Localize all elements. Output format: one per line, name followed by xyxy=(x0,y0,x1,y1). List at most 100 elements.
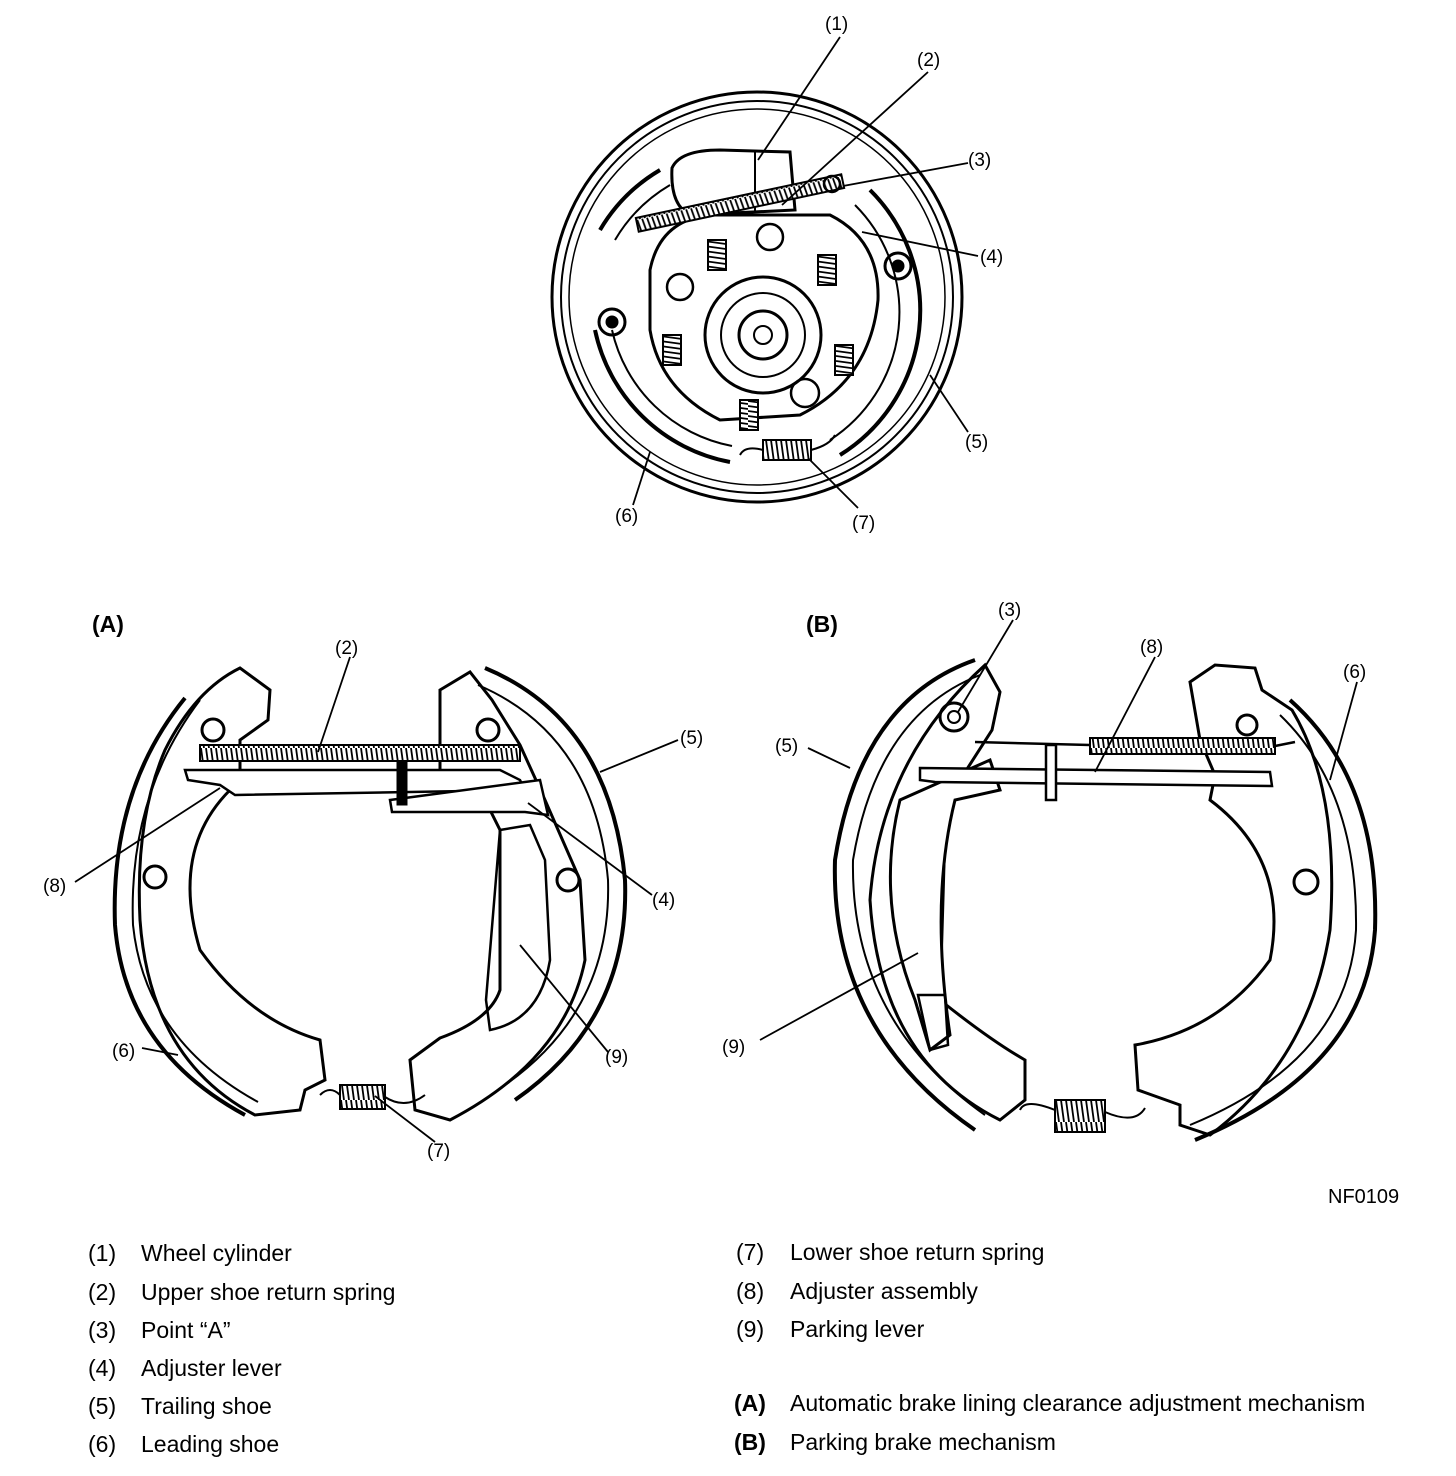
view-b-right-anchor-hole xyxy=(1235,713,1259,737)
view-a-adjuster xyxy=(183,768,528,797)
view-b-left-lining-inner xyxy=(851,674,986,1116)
view-b-right-lining xyxy=(1194,698,1378,1142)
legend-text: Parking lever xyxy=(790,1316,925,1342)
leading-shoe-top-inner xyxy=(614,184,671,241)
view-a-right-lining xyxy=(484,666,628,1102)
legend-text: Trailing shoe xyxy=(141,1393,272,1419)
view-a-drawing xyxy=(112,666,628,1122)
legend-num: (4) xyxy=(88,1355,116,1381)
legend-num: (5) xyxy=(88,1393,116,1419)
lower-spring xyxy=(762,439,812,461)
hold-down-pin xyxy=(883,251,913,281)
legend-num: (3) xyxy=(88,1317,116,1343)
view-a-upper-spring xyxy=(199,744,521,762)
view-b-upper-spring xyxy=(1089,737,1276,755)
legend-view-num: (A) xyxy=(734,1390,766,1416)
legend-text: Adjuster lever xyxy=(141,1355,282,1381)
legend-view-text: Parking brake mechanism xyxy=(790,1429,1056,1455)
hold-down-pin-center xyxy=(605,315,619,329)
legend-text: Upper shoe return spring xyxy=(141,1279,395,1305)
view-a-adjuster-lever xyxy=(388,778,550,817)
wheel-stud xyxy=(739,399,759,431)
figure-code: NF0109 xyxy=(1328,1186,1399,1208)
wheel-stud xyxy=(662,334,682,366)
legend-view-num: (B) xyxy=(734,1429,766,1455)
callout-6-b: (6) xyxy=(1343,662,1366,683)
view-a-right-pin-hole xyxy=(555,867,581,893)
wheel-stud xyxy=(834,344,854,376)
backing-plate-rim xyxy=(560,100,954,494)
legend-text: Point “A” xyxy=(141,1317,230,1343)
hub-mid xyxy=(720,292,806,378)
legend-num: (1) xyxy=(88,1240,116,1266)
callout-3-b: (3) xyxy=(998,600,1021,621)
hold-down-pin xyxy=(597,307,627,337)
leading-shoe-top xyxy=(598,168,662,232)
axle-nut xyxy=(737,309,789,361)
callout-5-b: (5) xyxy=(775,736,798,757)
callout-3-top: (3) xyxy=(968,150,991,171)
legend-text: Lower shoe return spring xyxy=(790,1239,1044,1265)
callouts: (1) (2) (3) (4) (5) (6) (7) (2) (5) (8) … xyxy=(43,14,1399,1208)
legend-text: Wheel cylinder xyxy=(141,1240,292,1266)
callout-9-b: (9) xyxy=(722,1037,745,1058)
top-leader-lines xyxy=(632,36,979,509)
callout-8-b: (8) xyxy=(1140,637,1163,658)
view-b-left-lining xyxy=(832,658,977,1132)
view-a-left-lining-inner xyxy=(131,699,259,1103)
legend-view-text: Automatic brake lining clearance adjustm… xyxy=(790,1390,1365,1416)
hold-down-pin-center xyxy=(891,259,905,273)
view-a-right-anchor-hole xyxy=(475,717,501,743)
view-b-right-lining-inner xyxy=(1189,714,1358,1126)
view-a-label: (A) xyxy=(92,611,124,637)
callout-9-a: (9) xyxy=(605,1047,628,1068)
callout-4-top: (4) xyxy=(980,247,1003,268)
view-b-left-web xyxy=(868,662,1027,1122)
view-b-adjuster xyxy=(918,766,1274,788)
flange-hole xyxy=(665,272,695,302)
hub-outer xyxy=(703,275,823,395)
axle-center xyxy=(753,325,773,345)
view-b-parking-lever xyxy=(888,757,1002,1053)
view-a-parking-lever xyxy=(484,823,552,1032)
flange-hole xyxy=(755,222,785,252)
view-a-left-anchor-hole xyxy=(200,717,226,743)
view-b-leader-lines xyxy=(759,619,1358,1041)
callout-4-a: (4) xyxy=(652,890,675,911)
upper-spring xyxy=(634,173,846,233)
callout-6-a: (6) xyxy=(112,1041,135,1062)
callout-7-top: (7) xyxy=(852,513,875,534)
callout-2-top: (2) xyxy=(917,50,940,71)
callout-7-a: (7) xyxy=(427,1141,450,1162)
view-a-left-web xyxy=(137,666,327,1117)
trailing-shoe xyxy=(838,188,923,457)
legend-num: (7) xyxy=(736,1239,764,1265)
view-b-right-web xyxy=(1133,663,1334,1137)
view-b-label: (B) xyxy=(806,611,838,637)
view-b-lower-spring xyxy=(1054,1099,1106,1133)
assembled-brake-view xyxy=(550,90,964,504)
callout-5-top: (5) xyxy=(965,432,988,453)
wheel-stud xyxy=(707,239,727,271)
view-a-right-lining-inner xyxy=(477,684,610,1086)
callout-8-a: (8) xyxy=(43,876,66,897)
view-a-left-pin-hole xyxy=(142,864,168,890)
legend: (1) Wheel cylinder (2) Upper shoe return… xyxy=(88,1239,1365,1457)
callout-1-top: (1) xyxy=(825,14,848,35)
view-b-right-pin-hole xyxy=(1292,868,1320,896)
hub-flange xyxy=(648,213,880,422)
flange-hole xyxy=(789,377,821,409)
legend-num: (9) xyxy=(736,1316,764,1342)
view-b-drawing xyxy=(832,658,1378,1142)
view-a-lower-spring xyxy=(339,1084,386,1110)
view-a-left-lining xyxy=(112,696,246,1117)
legend-num: (2) xyxy=(88,1279,116,1305)
legend-num: (6) xyxy=(88,1431,116,1457)
trailing-shoe-inner xyxy=(829,204,901,441)
backing-plate-inner xyxy=(568,108,946,486)
leading-shoe xyxy=(593,329,731,464)
view-b-anchor-hole xyxy=(938,701,970,733)
wheel-stud xyxy=(817,254,837,286)
callout-2-a: (2) xyxy=(335,638,358,659)
